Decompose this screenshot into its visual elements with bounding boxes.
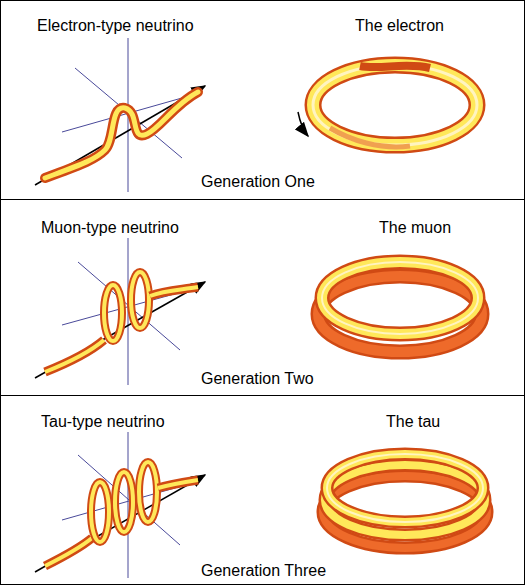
lepton-name: The electron	[355, 17, 444, 35]
generation-label: Generation One	[201, 173, 315, 191]
tau-ring	[323, 454, 487, 548]
neutrino-axes	[62, 238, 196, 385]
neutrino-name: Muon-type neutrino	[41, 219, 179, 237]
neutrino-helix	[45, 92, 198, 178]
electron-ring	[313, 65, 477, 147]
generation-label: Generation Three	[201, 562, 326, 580]
neutrino-axes	[62, 432, 196, 578]
generation-panel: Muon-type neutrino The muonGeneration Two	[0, 199, 525, 396]
rotation-arrow	[298, 112, 308, 136]
lepton-name: The tau	[386, 413, 440, 431]
lepton-name: The muon	[379, 219, 451, 237]
muon-ring	[318, 262, 482, 352]
neutrino-helix	[45, 272, 198, 372]
neutrino-name: Electron-type neutrino	[37, 17, 194, 35]
generation-panel: Electron-type neutrino The electronGenera…	[0, 0, 525, 200]
generation-label: Generation Two	[201, 370, 314, 388]
motion-arrow	[35, 86, 205, 185]
generation-panel: Tau-type neutrino The tauGeneration Three	[0, 395, 525, 585]
motion-arrow	[35, 282, 205, 378]
neutrino-helix	[45, 462, 198, 566]
neutrino-name: Tau-type neutrino	[41, 413, 165, 431]
